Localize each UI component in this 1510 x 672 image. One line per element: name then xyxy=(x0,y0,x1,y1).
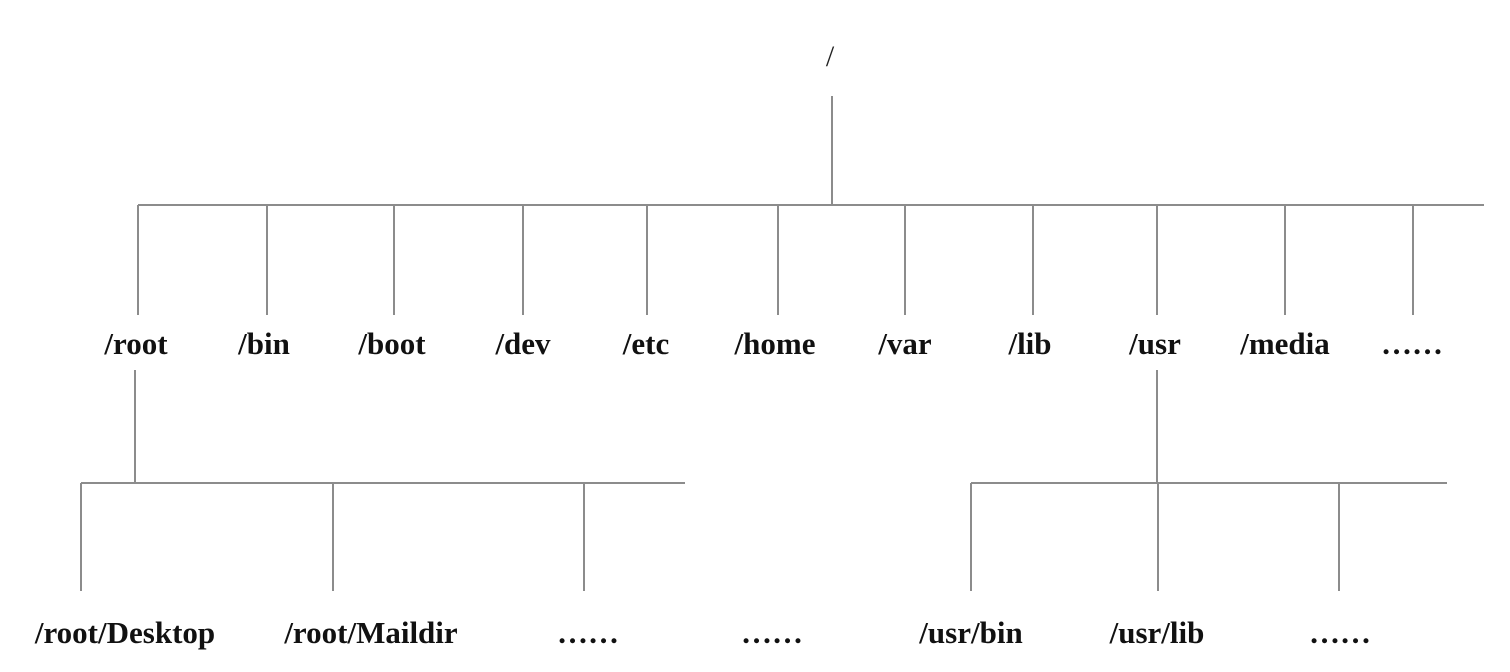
node-root: /root xyxy=(104,326,168,361)
node-root-desktop: /root/Desktop xyxy=(34,615,216,650)
drop-home-line xyxy=(777,205,779,315)
drop-root-maildir-line xyxy=(332,483,334,591)
root-subtree-trunk-line xyxy=(134,370,136,484)
node-usr: /usr xyxy=(1129,326,1181,361)
root-subtree-connector-line xyxy=(81,482,685,484)
drop-usr-bin-line xyxy=(970,483,972,591)
tree-root-label: / xyxy=(825,40,835,73)
drop-etc-line xyxy=(646,205,648,315)
root-trunk-line xyxy=(831,96,833,206)
node-boot: /boot xyxy=(358,326,426,361)
node-lib: /lib xyxy=(1008,326,1052,361)
drop-var-line xyxy=(904,205,906,315)
drop-root-line xyxy=(137,205,139,315)
drop-boot-line xyxy=(393,205,395,315)
drop-more-line xyxy=(1412,205,1414,315)
node-home: /home xyxy=(734,326,816,361)
node-usr-more: …… xyxy=(1309,615,1371,650)
node-etc: /etc xyxy=(622,326,670,361)
node-root-maildir: /root/Maildir xyxy=(284,615,458,650)
usr-subtree-trunk-line xyxy=(1156,370,1158,484)
node-usr-bin: /usr/bin xyxy=(919,615,1023,650)
node-dev: /dev xyxy=(495,326,551,361)
node-usr-lib: /usr/lib xyxy=(1109,615,1205,650)
drop-root-more-line xyxy=(583,483,585,591)
node-between-more: …… xyxy=(741,615,803,650)
drop-usr-lib-line xyxy=(1157,483,1159,591)
node-more: …… xyxy=(1381,326,1443,361)
drop-dev-line xyxy=(522,205,524,315)
node-var: /var xyxy=(878,326,932,361)
drop-bin-line xyxy=(266,205,268,315)
drop-usr-line xyxy=(1156,205,1158,315)
node-media: /media xyxy=(1240,326,1330,361)
node-root-more: …… xyxy=(557,615,619,650)
level1-connector-line xyxy=(138,204,1484,206)
drop-root-desktop-line xyxy=(80,483,82,591)
drop-media-line xyxy=(1284,205,1286,315)
usr-subtree-connector-line xyxy=(971,482,1447,484)
drop-lib-line xyxy=(1032,205,1034,315)
node-bin: /bin xyxy=(238,326,290,361)
drop-usr-more-line xyxy=(1338,483,1340,591)
